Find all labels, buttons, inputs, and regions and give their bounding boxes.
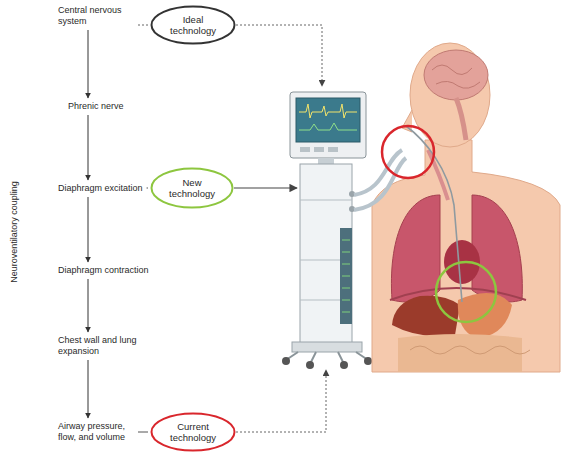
airway-highlight (382, 126, 434, 178)
node-text: Diaphragm contraction (58, 265, 149, 276)
leader-arrow (236, 25, 322, 86)
monitor-screen (296, 98, 360, 142)
monitor-button (314, 147, 324, 152)
node-text: Chest wall and lung expansion (58, 335, 138, 357)
brainstem (456, 98, 466, 140)
vent-slot (342, 288, 350, 289)
wheel (282, 357, 290, 365)
wheel (364, 357, 372, 365)
flow-arrow (88, 115, 89, 180)
vent-panel (340, 228, 352, 324)
pathway-step: Airway pressure, flow, and volume (56, 420, 136, 444)
waveform (299, 104, 357, 118)
vent-slot (342, 312, 350, 313)
monitor-button (300, 147, 310, 152)
link-line (138, 432, 148, 433)
leader-arrow (236, 370, 326, 432)
flow-arrow (88, 279, 89, 332)
technology-ellipse: Ideal technology (150, 5, 236, 45)
brain (424, 50, 488, 100)
cart-base (292, 342, 362, 352)
ellipse-shape (152, 169, 233, 208)
ellipse-shape (152, 7, 235, 44)
node-text: Current technology (164, 421, 222, 443)
node-text: Diaphragm excitation (58, 183, 143, 194)
vent-slot (342, 300, 350, 301)
pathway-step: Chest wall and lung expansion (56, 334, 140, 358)
vent-slot (342, 276, 350, 277)
link-line (147, 187, 148, 188)
flow-arrow (88, 30, 89, 98)
flow-arrow (88, 360, 89, 418)
pathway-step: Diaphragm contraction (56, 264, 151, 277)
leader-arrow (234, 187, 297, 188)
cart-panel-line (300, 200, 352, 201)
axis-label: Neuroventilatory coupling (8, 157, 20, 307)
cart-panel-line (300, 260, 340, 261)
link-line (138, 25, 148, 26)
lung (391, 195, 440, 302)
diaphragm (390, 288, 526, 300)
node-text: Central nervous system (58, 5, 134, 27)
monitor-button (328, 147, 338, 152)
torso (372, 140, 560, 372)
pathway-step: Diaphragm excitation (56, 182, 145, 195)
ventilator-cart (300, 164, 352, 344)
breathing-tube (354, 158, 406, 210)
wheel (306, 361, 314, 369)
ventilator-monitor (290, 92, 366, 158)
intestines (398, 334, 522, 372)
vent-slot (342, 264, 350, 265)
technology-ellipse: New technology (150, 167, 234, 209)
diaphragm-highlight (436, 262, 496, 322)
node-text: Ideal technology (164, 14, 222, 36)
brain-fold (432, 65, 480, 88)
lung (472, 195, 522, 302)
pathway-step: Phrenic nerve (66, 100, 126, 113)
wheel (340, 361, 348, 369)
flow-arrow (88, 197, 89, 262)
technology-ellipse: Current technology (150, 412, 236, 452)
intestine-loop (410, 346, 530, 354)
waveform (299, 123, 357, 130)
node-text: New technology (163, 177, 221, 199)
cart-panel-line (300, 300, 340, 301)
node-text: Phrenic nerve (68, 101, 124, 112)
monitor-neck (318, 158, 334, 164)
node-text: Airway pressure, flow, and volume (58, 421, 134, 443)
ellipse-shape (152, 414, 235, 451)
vent-slot (342, 240, 350, 241)
vent-slot (342, 252, 350, 253)
pathway-step: Central nervous system (56, 4, 136, 28)
